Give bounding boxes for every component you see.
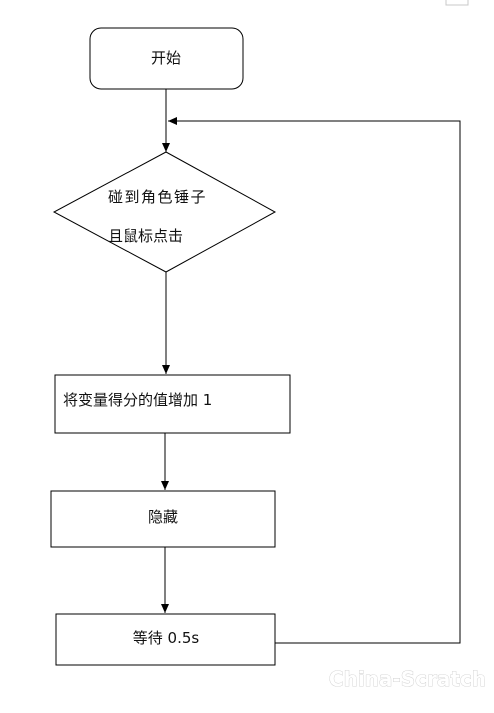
condition-node: 碰到角色锤子 且鼠标点击 xyxy=(52,151,277,273)
condition-line-1: 碰到角色锤子 xyxy=(108,188,207,206)
step3-node: 等待 0.5s xyxy=(55,613,276,666)
condition-node-shape xyxy=(52,151,277,273)
step3-node-label: 等待 0.5s xyxy=(133,629,200,647)
step2-node-label: 隐藏 xyxy=(148,508,178,526)
step2-node-shape xyxy=(50,490,276,548)
step2-node: 隐藏 xyxy=(50,490,276,548)
condition-line-2: 且鼠标点击 xyxy=(108,227,183,245)
step1-node: 将变量得分的值增加 1 xyxy=(54,374,291,434)
loop-back-connector xyxy=(168,117,461,644)
watermark-logo: China-Scratch xyxy=(329,667,486,691)
start-node-label: 开始 xyxy=(151,49,181,67)
step1-node-label: 将变量得分的值增加 1 xyxy=(63,391,212,409)
page-corner-mark xyxy=(445,0,469,6)
start-node: 开始 xyxy=(89,27,244,90)
step1-node-shape xyxy=(54,374,291,434)
step3-node-shape xyxy=(55,613,276,666)
